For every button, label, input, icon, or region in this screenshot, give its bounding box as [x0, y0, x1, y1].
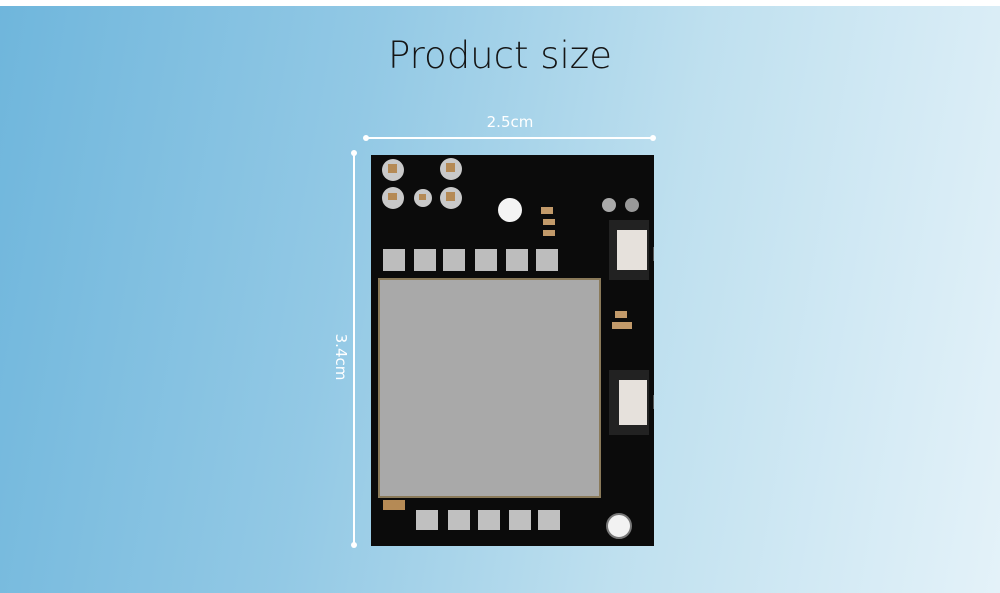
width-label: 2.5cm: [486, 113, 534, 131]
top-strip: [0, 0, 1000, 6]
page-title: Product size: [388, 34, 612, 77]
bottom-pads: [416, 510, 560, 530]
connector-top: [609, 220, 654, 280]
width-line-end-dot: [650, 135, 656, 141]
height-line-end-dot: [351, 542, 357, 548]
width-dimension-line: [366, 137, 653, 139]
top-pads: [383, 249, 558, 271]
rf-shield-can: [378, 278, 601, 498]
height-dimension-line: [353, 152, 355, 545]
height-line-start-dot: [351, 150, 357, 156]
height-label: 3.4cm: [332, 333, 350, 381]
connector-bottom: [609, 370, 654, 435]
width-line-start-dot: [363, 135, 369, 141]
pcb-board-image: [371, 155, 654, 546]
